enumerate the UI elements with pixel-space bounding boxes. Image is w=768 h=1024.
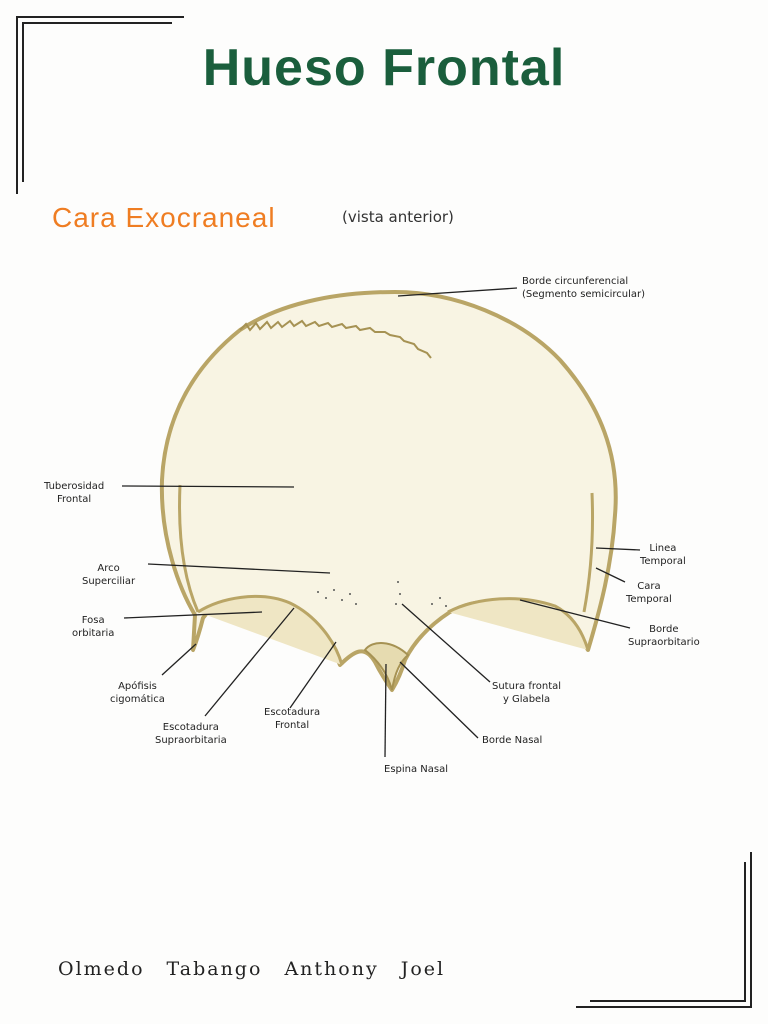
corner-frame-bottom-right (576, 852, 756, 1012)
label-borde-circunferencial: Borde circunferencial (Segmento semicirc… (522, 276, 646, 300)
leader-lines (121, 287, 641, 758)
label-borde-nasal: Borde Nasal (482, 735, 543, 746)
author-name: Olmedo Tabango Anthony Joel (58, 958, 446, 980)
corner-frame-top-left (12, 12, 184, 194)
label-sutura-frontal: Sutura frontal y Glabela (492, 681, 562, 705)
page-title: Hueso Frontal (202, 39, 566, 97)
section-subtitle: Cara Exocraneal (52, 202, 276, 233)
label-cara-temporal: Cara Temporal (626, 581, 672, 605)
temporal-line-right (582, 492, 595, 613)
label-tuberosidad-frontal: Tuberosidad Frontal (44, 481, 105, 505)
temporal-line-left (178, 484, 200, 613)
glabella-dots (317, 581, 447, 607)
label-espina-nasal: Espina Nasal (384, 764, 449, 775)
subtitle-note: (vista anterior) (342, 208, 454, 226)
label-fosa-orbitaria: Fosa orbitaria (72, 615, 115, 639)
label-borde-supraorbitario: Borde Supraorbitario (628, 624, 700, 648)
label-arco-superciliar: Arco Superciliar (82, 563, 136, 587)
orbit-right (447, 597, 590, 651)
serrated-edge (239, 319, 432, 359)
label-apofisis-cigomatica: Apófisis cigomática (110, 681, 165, 705)
label-escotadura-supraorbitaria: Escotadura Supraorbitaria (155, 722, 227, 746)
label-linea-temporal: Linea Temporal (640, 543, 686, 567)
label-escotadura-frontal: Escotadura Frontal (264, 707, 321, 731)
